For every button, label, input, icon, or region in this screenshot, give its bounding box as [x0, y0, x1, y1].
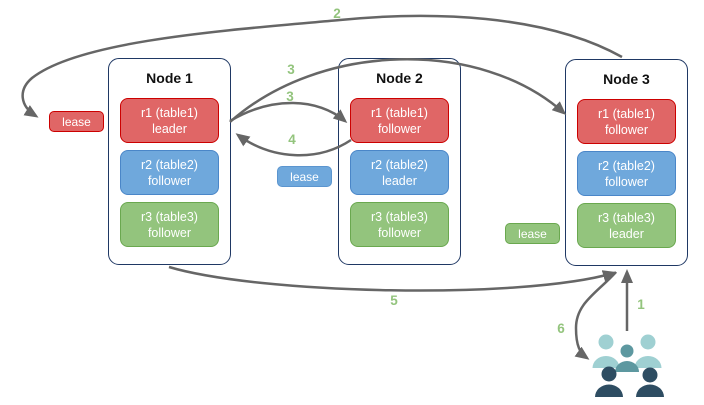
- users-icon: [592, 334, 664, 397]
- replica-name: r3 (table3): [598, 210, 655, 225]
- node-2-replicas: r1 (table1) follower r2 (table2) leader …: [339, 90, 460, 247]
- replica-name: r2 (table2): [371, 157, 428, 172]
- replica-role: leader: [609, 226, 644, 241]
- replica-name: r1 (table1): [371, 105, 428, 120]
- lease-badge-red: lease: [49, 111, 104, 132]
- step-label-1: 1: [637, 297, 645, 312]
- node-1-title: Node 1: [146, 70, 193, 86]
- node-3-replica-r3: r3 (table3) leader: [577, 203, 676, 248]
- replica-name: r1 (table1): [598, 106, 655, 121]
- replica-name: r2 (table2): [598, 158, 655, 173]
- node-2-replica-r3: r3 (table3) follower: [350, 202, 449, 247]
- node-1-replicas: r1 (table1) leader r2 (table2) follower …: [109, 90, 230, 247]
- node-1-replica-r3: r3 (table3) follower: [120, 202, 219, 247]
- arrow-3-lower: [229, 101, 348, 123]
- lease-badge-blue: lease: [277, 166, 332, 187]
- replica-role: follower: [377, 225, 422, 240]
- node-3-replicas: r1 (table1) follower r2 (table2) followe…: [566, 91, 687, 248]
- replica-name: r2 (table2): [141, 157, 198, 172]
- node-2-title: Node 2: [376, 70, 423, 86]
- arrow-6: [574, 271, 617, 360]
- replica-name: r3 (table3): [141, 209, 198, 224]
- lease-badge-green: lease: [505, 223, 560, 244]
- step-label-5: 5: [390, 293, 398, 308]
- replica-role: leader: [152, 121, 187, 136]
- lease-label: lease: [290, 169, 319, 184]
- step-label-3-lower: 3: [286, 89, 294, 104]
- lease-label: lease: [518, 226, 547, 241]
- replica-name: r3 (table3): [371, 209, 428, 224]
- replica-name: r1 (table1): [141, 105, 198, 120]
- node-2-replica-r1: r1 (table1) follower: [350, 98, 449, 143]
- arrow-5: [168, 265, 617, 292]
- lease-label: lease: [62, 114, 91, 129]
- node-2: Node 2 r1 (table1) follower r2 (table2) …: [338, 58, 461, 265]
- node-3: Node 3 r1 (table1) follower r2 (table2) …: [565, 59, 688, 266]
- node-1-replica-r1: r1 (table1) leader: [120, 98, 219, 143]
- replica-role: follower: [604, 174, 649, 189]
- node-3-replica-r1: r1 (table1) follower: [577, 99, 676, 144]
- node-2-replica-r2: r2 (table2) leader: [350, 150, 449, 195]
- step-label-6: 6: [557, 321, 565, 336]
- replica-role: follower: [377, 121, 422, 136]
- replica-role: follower: [604, 122, 649, 137]
- replica-role: follower: [147, 225, 192, 240]
- node-1-replica-r2: r2 (table2) follower: [120, 150, 219, 195]
- step-label-3-upper: 3: [287, 62, 295, 77]
- node-1: Node 1 r1 (table1) leader r2 (table2) fo…: [108, 58, 231, 265]
- node-3-replica-r2: r2 (table2) follower: [577, 151, 676, 196]
- replica-role: leader: [382, 173, 417, 188]
- step-label-4: 4: [288, 132, 296, 147]
- node-3-title: Node 3: [603, 71, 650, 87]
- step-label-2: 2: [333, 6, 341, 21]
- replica-role: follower: [147, 173, 192, 188]
